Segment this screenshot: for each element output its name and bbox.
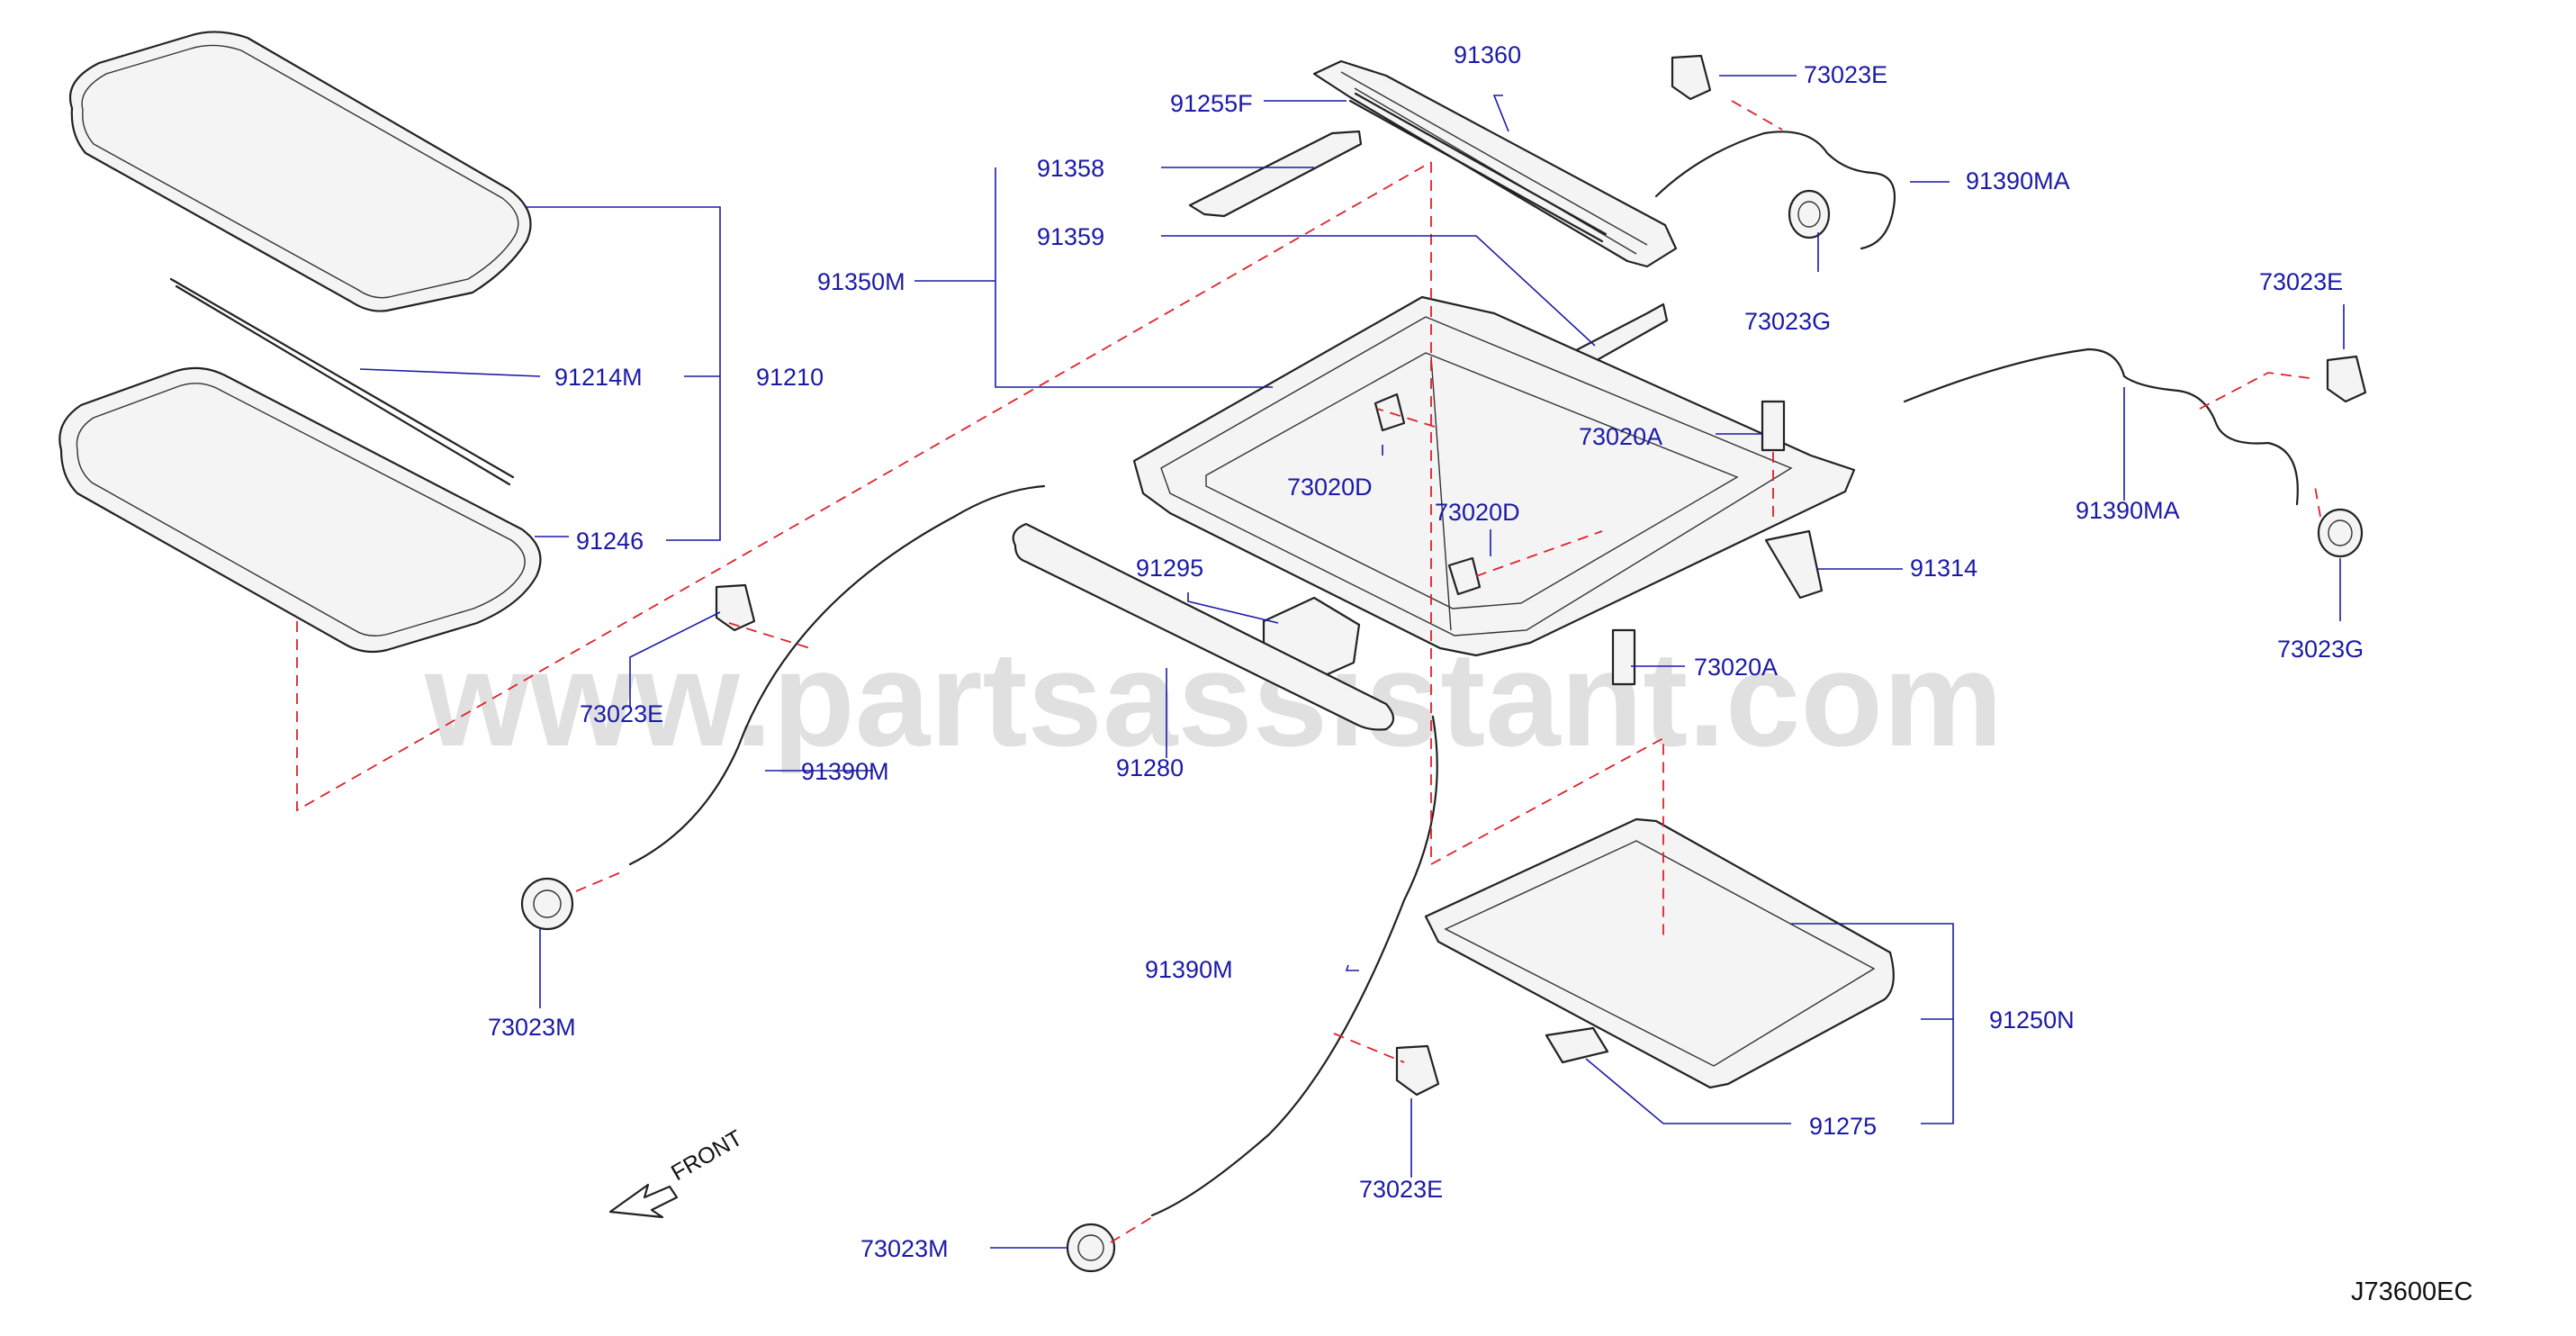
bolt-73020A-top [1761, 400, 1786, 452]
weatherstrip-seal [169, 277, 515, 486]
bolt-73020D-b [1447, 556, 1482, 596]
label-73023E-left: 73023E [580, 700, 663, 727]
label-73020D-b: 73020D [1435, 499, 1520, 526]
label-91280: 91280 [1116, 754, 1184, 781]
label-73020A-bottom: 73020A [1694, 654, 1778, 681]
label-91314: 91314 [1910, 555, 1977, 582]
drain-hose-right [1903, 348, 2299, 506]
label-91275: 91275 [1809, 1113, 1877, 1140]
label-73023G-top: 73023G [1744, 308, 1831, 335]
leader-lines [359, 75, 2345, 1249]
bracket-91314 [1764, 529, 1824, 600]
front-direction-arrow: FRONT [608, 1125, 747, 1219]
handle-91275 [1545, 1026, 1609, 1064]
label-91214M: 91214M [554, 364, 643, 391]
label-91210: 91210 [756, 364, 824, 391]
clip-73023E-left [715, 583, 756, 632]
diagram-code: J73600EC [2351, 1277, 2472, 1306]
clip-73023E-top [1671, 54, 1712, 101]
label-73023E-top: 73023E [1804, 61, 1887, 88]
sunshade-bar-91280 [1012, 522, 1395, 731]
label-91359: 91359 [1037, 223, 1104, 250]
grommet-73023M-left [520, 877, 574, 931]
drive-cable-bottom [1150, 715, 1438, 1217]
label-91390M-left: 91390M [801, 758, 889, 785]
label-73023M-bottom: 73023M [860, 1235, 949, 1262]
label-91390MA-top: 91390MA [1966, 167, 2070, 194]
label-73023G-right: 73023G [2277, 636, 2364, 663]
glass-lid-panel [68, 31, 532, 312]
label-91390M-bottom: 91390M [1145, 956, 1233, 983]
bolt-73020A-bottom [1611, 628, 1636, 686]
deflector-seal-strip [1348, 92, 1608, 243]
bolt-73020D-a [1374, 393, 1406, 432]
label-91360: 91360 [1454, 41, 1521, 68]
part-labels: 91360 91255F 91358 91359 91350M 73023E 9… [488, 41, 2364, 1262]
label-91390MA-right: 91390MA [2076, 497, 2180, 524]
grommet-73023G-top [1788, 189, 1831, 239]
label-73023M-left: 73023M [488, 1014, 576, 1041]
label-73023E-bottom: 73023E [1359, 1176, 1443, 1203]
slide-rail-left [1188, 130, 1363, 218]
drive-cable-left [628, 484, 1046, 866]
front-label: FRONT [667, 1125, 747, 1186]
label-91295: 91295 [1136, 555, 1203, 582]
clip-73023E-right [2326, 355, 2367, 403]
glass-frame [59, 366, 542, 654]
label-91255F: 91255F [1170, 90, 1253, 117]
clip-73023E-bottom [1395, 1044, 1440, 1097]
grommet-73023M-bottom [1066, 1223, 1116, 1273]
sunroof-main-frame [1132, 295, 1856, 657]
sunshade-panel-91250N [1424, 817, 1895, 1089]
label-91250N: 91250N [1989, 1007, 2075, 1034]
label-73023E-right: 73023E [2259, 268, 2343, 295]
alignment-dashed-lines [296, 100, 2321, 1243]
label-91350M: 91350M [817, 268, 905, 295]
drain-hose-top [1654, 131, 1896, 250]
label-91246: 91246 [576, 528, 644, 555]
label-73020A-top: 73020A [1579, 423, 1662, 450]
grommet-73023G-right [2317, 508, 2364, 558]
label-91358: 91358 [1037, 155, 1104, 182]
label-73020D-a: 73020D [1287, 474, 1373, 501]
